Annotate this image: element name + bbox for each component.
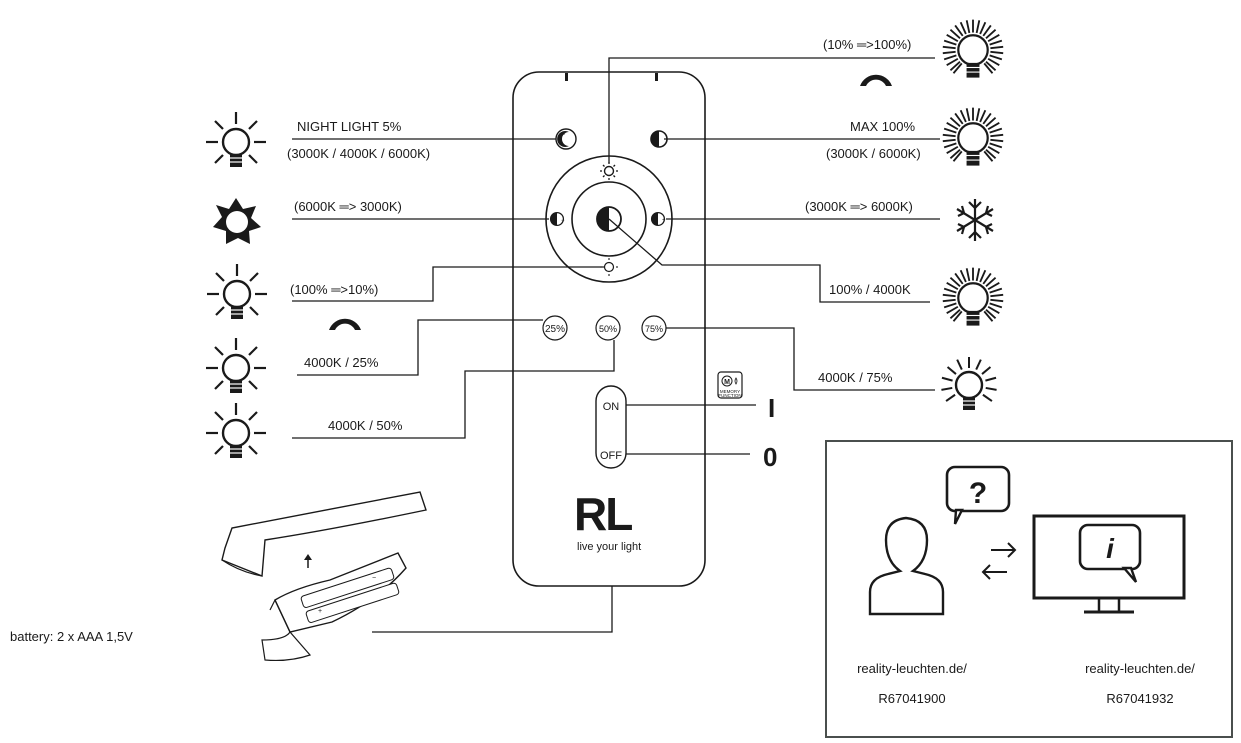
svg-text:RL: RL — [574, 488, 632, 540]
power-switch[interactable]: ON OFF — [595, 385, 627, 469]
svg-text:FUNCTION: FUNCTION — [718, 393, 741, 398]
dim-down-label: (100% ═>10%) — [290, 282, 378, 297]
connector-lines — [292, 57, 940, 633]
snowflake-icon — [956, 199, 994, 241]
preset-75-label: 4000K / 75% — [818, 370, 893, 385]
bulb-full-rays-icon — [941, 18, 1005, 79]
svg-text:M: M — [724, 379, 730, 386]
cct-warmer-button[interactable]: − — [549, 211, 565, 227]
svg-text:+: + — [318, 608, 322, 615]
svg-text:+: + — [662, 218, 666, 224]
dim-up-label: (10% ═>100%) — [823, 37, 911, 52]
off-symbol: 0 — [763, 442, 777, 472]
bulb-medium-rays-icon — [940, 355, 998, 412]
center-label: 100% / 4000K — [829, 282, 911, 297]
preset-50-button[interactable]: 50% — [595, 315, 621, 341]
user-silhouette-icon — [868, 516, 945, 616]
brightness-down-button[interactable] — [600, 258, 618, 276]
battery-cover-illustration — [221, 491, 427, 578]
preset-25-label: 4000K / 25% — [304, 355, 379, 370]
preset-75-button[interactable]: 75% — [641, 315, 667, 341]
battery-compartment-illustration: + − — [261, 552, 407, 662]
night-light-button[interactable]: * — [555, 128, 577, 150]
right-url: reality-leuchten.de/ — [1085, 661, 1195, 676]
bulb-full-rays-icon — [941, 106, 1005, 167]
left-url: reality-leuchten.de/ — [857, 661, 967, 676]
cct-down-label: (6000K ═> 3000K) — [294, 199, 402, 214]
svg-text:?: ? — [969, 477, 987, 510]
bulb-small-rays-icon — [204, 401, 268, 460]
question-bubble-icon: ? — [945, 465, 1011, 525]
moon-icon — [329, 318, 361, 330]
bulb-small-rays-icon — [204, 110, 268, 169]
svg-text:25%: 25% — [545, 324, 565, 335]
max-cct-label: (3000K / 6000K) — [826, 146, 921, 161]
cct-cooler-button[interactable]: + — [650, 211, 666, 227]
on-label: ON — [603, 401, 620, 413]
right-code: R67041932 — [1106, 691, 1173, 706]
svg-text:MEMORY: MEMORY — [720, 389, 740, 394]
on-symbol: I — [768, 393, 775, 423]
left-code: R67041900 — [878, 691, 945, 706]
svg-text:live your light: live your light — [577, 541, 641, 553]
moon-icon — [860, 74, 892, 86]
star-sun-icon — [213, 198, 261, 244]
svg-text:50%: 50% — [599, 324, 617, 334]
bulb-small-rays-icon — [205, 262, 269, 321]
bulb-full-rays-icon — [941, 266, 1005, 327]
brand-logo: RL live your light — [574, 488, 641, 553]
exchange-arrows-icon — [981, 542, 1017, 580]
night-light-label: NIGHT LIGHT 5% — [297, 119, 402, 134]
memory-function-badge: M MEMORY FUNCTION — [717, 371, 743, 399]
svg-text:−: − — [372, 575, 376, 582]
svg-text:*: * — [563, 133, 566, 139]
svg-text:−: − — [561, 218, 565, 224]
preset-50-label: 4000K / 50% — [328, 418, 403, 433]
off-label: OFF — [600, 450, 622, 462]
night-light-cct-label: (3000K / 4000K / 6000K) — [287, 146, 430, 161]
brightness-up-button[interactable] — [600, 162, 618, 180]
preset-25-button[interactable]: 25% — [542, 315, 568, 341]
bulb-small-rays-icon — [204, 336, 268, 395]
cct-up-label: (3000K ═> 6000K) — [805, 199, 913, 214]
battery-label: battery: 2 x AAA 1,5V — [10, 629, 133, 644]
svg-text:i: i — [1106, 533, 1115, 564]
svg-text:75%: 75% — [645, 324, 663, 334]
info-bubble-icon: i — [1078, 523, 1142, 583]
max-label: MAX 100% — [850, 119, 915, 134]
